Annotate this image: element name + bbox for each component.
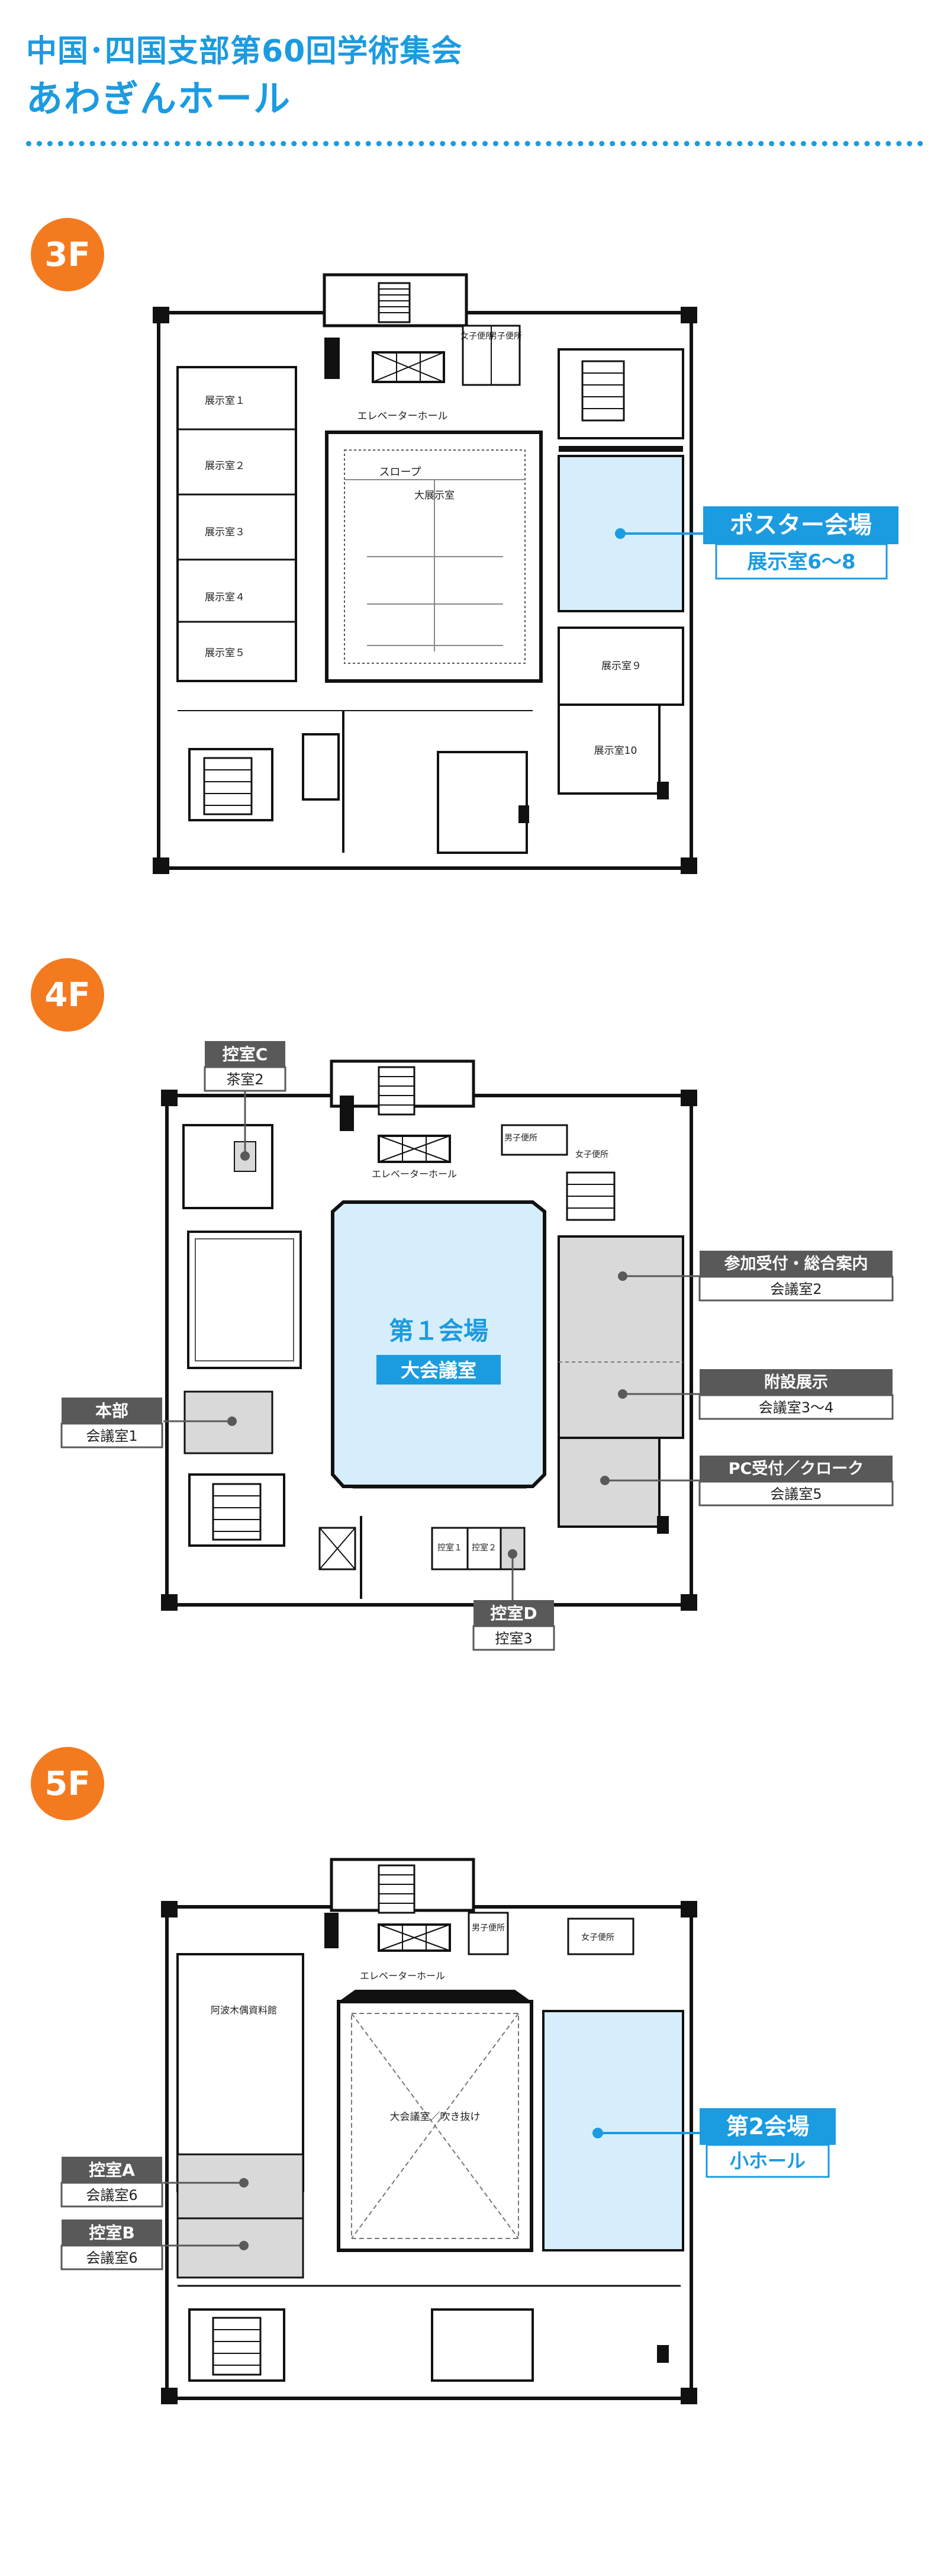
main-hall-sub: 大会議室 — [401, 1359, 476, 1382]
awa-museum-label: 阿波木偶資料館 — [211, 2005, 277, 2016]
poster-venue-marker — [615, 528, 626, 539]
dai-tenji-label: 大展示室 — [414, 490, 455, 502]
room-tenji2: 展示室２ — [205, 460, 245, 472]
room-tenji9: 展示室９ — [601, 660, 642, 672]
slope-label: スロープ — [379, 466, 421, 478]
fusetsu-marker — [618, 1389, 627, 1399]
hikae-a-sub: 会議室6 — [86, 2187, 137, 2204]
second-venue-sub: 小ホール — [730, 2150, 806, 2172]
room-tenji10: 展示室10 — [594, 745, 637, 757]
hikae-a-title: 控室A — [89, 2160, 135, 2180]
header-divider — [26, 141, 923, 146]
poster-venue-sub: 展示室6～8 — [747, 550, 855, 574]
callout-hikae-d: 控室D 控室3 — [472, 1600, 555, 1651]
sanka-title: 参加受付・総合案内 — [724, 1254, 868, 1273]
women-wc-label: 女子便所 — [581, 1932, 614, 1942]
callout-pc: PC受付／クローク 会議室5 — [698, 1456, 894, 1507]
poster-venue-title: ポスター会場 — [730, 512, 872, 539]
floor-badge-5f: 5F — [31, 1747, 104, 1820]
floor-3f-svg: 女子便所 男子便所 展示室１ 展示室２ 展示室３ 展示室４ 展示室５ エレベータ… — [153, 273, 898, 874]
callout-hikae-b: 控室B 会議室6 — [60, 2220, 163, 2270]
men-wc-label: 男子便所 — [489, 332, 522, 341]
sanka-marker — [618, 1271, 627, 1281]
venue-name: あわぎんホール — [26, 77, 292, 120]
men-wc-label: 男子便所 — [472, 1923, 505, 1933]
room-tenji5: 展示室５ — [205, 647, 245, 659]
floor-plan-5f: エレベーターホール 男子便所 女子便所 阿波木偶資料館 大会議室／吹き抜け 控室… — [0, 1824, 947, 2416]
second-venue-area — [542, 2010, 684, 2251]
hikae-b-marker — [239, 2241, 249, 2250]
room-kaigi2-4 — [558, 1235, 684, 1439]
floor-badge-4f: 4F — [31, 958, 104, 1032]
main-hall-room — [331, 1200, 546, 1488]
floor-plan-4f: エレベーターホール 男子便所 女子便所 第１会場 大会議室 控室１ 控室２ — [0, 1007, 947, 1717]
hikae-c-marker — [240, 1151, 250, 1161]
floor-4f-svg: エレベーターホール 男子便所 女子便所 第１会場 大会議室 控室１ 控室２ — [60, 1041, 894, 1651]
room-hikae2: 控室２ — [472, 1543, 497, 1553]
room-tenji1: 展示室１ — [205, 395, 245, 407]
fusetsu-title: 附設展示 — [764, 1373, 828, 1392]
honbu-marker — [227, 1417, 237, 1426]
floor-plan-3f: 女子便所 男子便所 展示室１ 展示室２ 展示室３ 展示室４ 展示室５ エレベータ… — [0, 261, 947, 912]
callout-honbu: 本部 会議室1 — [60, 1398, 163, 1448]
floor-5f-svg: エレベーターホール 男子便所 女子便所 阿波木偶資料館 大会議室／吹き抜け 控室… — [60, 1858, 836, 2404]
atrium-label: 大会議室／吹き抜け — [390, 2111, 481, 2123]
floor-badge-3f: 3F — [31, 218, 104, 291]
elevator-icon — [372, 351, 445, 383]
second-venue-title: 第2会場 — [726, 2114, 809, 2140]
hikae-d-title: 控室D — [490, 1604, 537, 1623]
callout-sanka: 参加受付・総合案内 会議室2 — [698, 1251, 894, 1302]
elevator-hall-label: エレベーターホール — [357, 410, 448, 422]
honbu-sub: 会議室1 — [86, 1428, 137, 1444]
sanka-sub: 会議室2 — [770, 1281, 822, 1297]
hikae-c-title: 控室C — [223, 1045, 268, 1064]
hikae-d-sub: 控室3 — [495, 1630, 532, 1647]
event-title: 中国･四国支部第60回学術集会 — [26, 34, 463, 69]
callout-fusetsu: 附設展示 会議室3～4 — [698, 1369, 894, 1420]
room-tenji4: 展示室４ — [205, 592, 245, 603]
pc-title: PC受付／クローク — [729, 1459, 864, 1478]
honbu-title: 本部 — [95, 1401, 128, 1421]
room-hikae1: 控室１ — [437, 1543, 462, 1553]
hikae-a-marker — [239, 2178, 249, 2188]
hikae-d-marker — [508, 1549, 517, 1559]
poster-venue-callout: ポスター会場 展示室6～8 — [703, 506, 898, 580]
callout-second-venue: 第2会場 小ホール — [700, 2108, 836, 2178]
room-hikae-a — [176, 2153, 304, 2220]
elevator-hall-label: エレベーターホール — [360, 1970, 445, 1981]
dai-tenji-room — [325, 431, 543, 683]
second-venue-marker — [592, 2128, 603, 2138]
men-wc-label: 男子便所 — [504, 1133, 537, 1143]
pc-marker — [600, 1476, 610, 1485]
pc-sub: 会議室5 — [770, 1486, 822, 1502]
stairs-icon — [378, 282, 411, 323]
hikae-b-sub: 会議室6 — [86, 2250, 137, 2266]
main-hall-title: 第１会場 — [389, 1316, 488, 1345]
elevator-hall-label: エレベーターホール — [372, 1168, 457, 1180]
women-wc-label: 女子便所 — [460, 331, 494, 341]
fusetsu-sub: 会議室3～4 — [759, 1399, 834, 1416]
callout-hikae-c: 控室C 茶室2 — [204, 1041, 286, 1092]
room-tenji3: 展示室３ — [205, 526, 245, 538]
women-wc-label: 女子便所 — [575, 1149, 608, 1159]
hikae-b-title: 控室B — [89, 2223, 134, 2243]
callout-hikae-a: 控室A 会議室6 — [60, 2157, 163, 2208]
hikae-c-sub: 茶室2 — [226, 1071, 263, 1088]
